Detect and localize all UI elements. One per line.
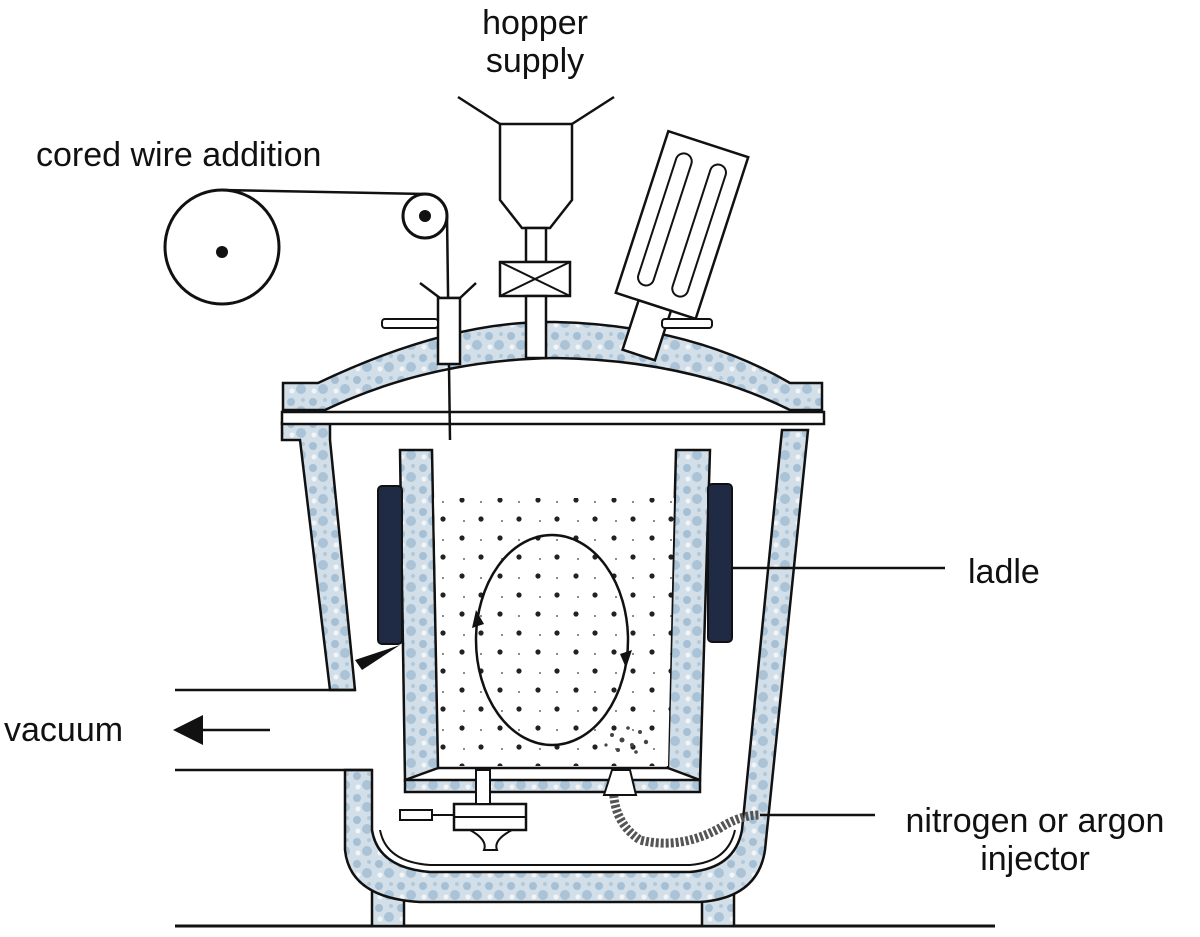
injector-label: nitrogen or argon injector bbox=[872, 802, 1198, 878]
circulation-loop bbox=[474, 533, 630, 747]
left-coil bbox=[377, 485, 403, 645]
hopper-label-line1: hopper bbox=[482, 4, 588, 42]
cored-wire-top bbox=[221, 188, 426, 196]
right-coil bbox=[707, 483, 733, 643]
ladle-left-wall bbox=[398, 448, 440, 782]
hopper-pipe bbox=[524, 294, 548, 360]
vessel-inner-bottom bbox=[379, 829, 736, 866]
injector-label-line2: injector bbox=[980, 840, 1090, 878]
vessel-bottom bbox=[343, 428, 810, 904]
vessel-left-wall bbox=[280, 421, 357, 692]
hopper-funnel-right bbox=[571, 95, 615, 126]
injector-label-line1: nitrogen or argon bbox=[905, 802, 1165, 840]
wire-reel-hub bbox=[216, 246, 228, 258]
wire-feed-port bbox=[436, 296, 462, 366]
gate-nozzle bbox=[466, 829, 513, 851]
ladle-support bbox=[355, 645, 400, 670]
vacuum-label: vacuum bbox=[4, 711, 124, 749]
wire-feed-clamp bbox=[381, 318, 439, 329]
hopper-body bbox=[498, 122, 574, 230]
sampling-lance bbox=[614, 129, 750, 362]
cored-wire-label: cored wire addition bbox=[36, 136, 322, 174]
ladle-right-wall bbox=[666, 448, 712, 782]
circulation-arrow-right bbox=[620, 650, 632, 668]
hopper-valve-x2 bbox=[499, 261, 571, 297]
injector-pipe bbox=[609, 779, 761, 848]
ladle-label: ladle bbox=[968, 553, 1040, 591]
hopper-funnel-left bbox=[457, 95, 501, 126]
wire-reel-small-hub bbox=[419, 210, 431, 222]
ladle-bottom bbox=[403, 766, 702, 794]
vessel-flange bbox=[280, 410, 826, 426]
porous-plug bbox=[602, 769, 638, 796]
hopper-supply-label: hopper supply bbox=[455, 4, 615, 80]
gas-bubbles bbox=[604, 726, 649, 754]
gate-rod bbox=[399, 809, 433, 821]
hopper-neck bbox=[524, 226, 548, 264]
lance-clamp bbox=[661, 318, 713, 329]
ladle-nozzle bbox=[475, 769, 491, 805]
circulation-arrow-left bbox=[472, 610, 484, 628]
molten-steel bbox=[434, 498, 674, 766]
hopper-label-line2: supply bbox=[485, 42, 585, 80]
vessel-lid bbox=[281, 320, 824, 412]
